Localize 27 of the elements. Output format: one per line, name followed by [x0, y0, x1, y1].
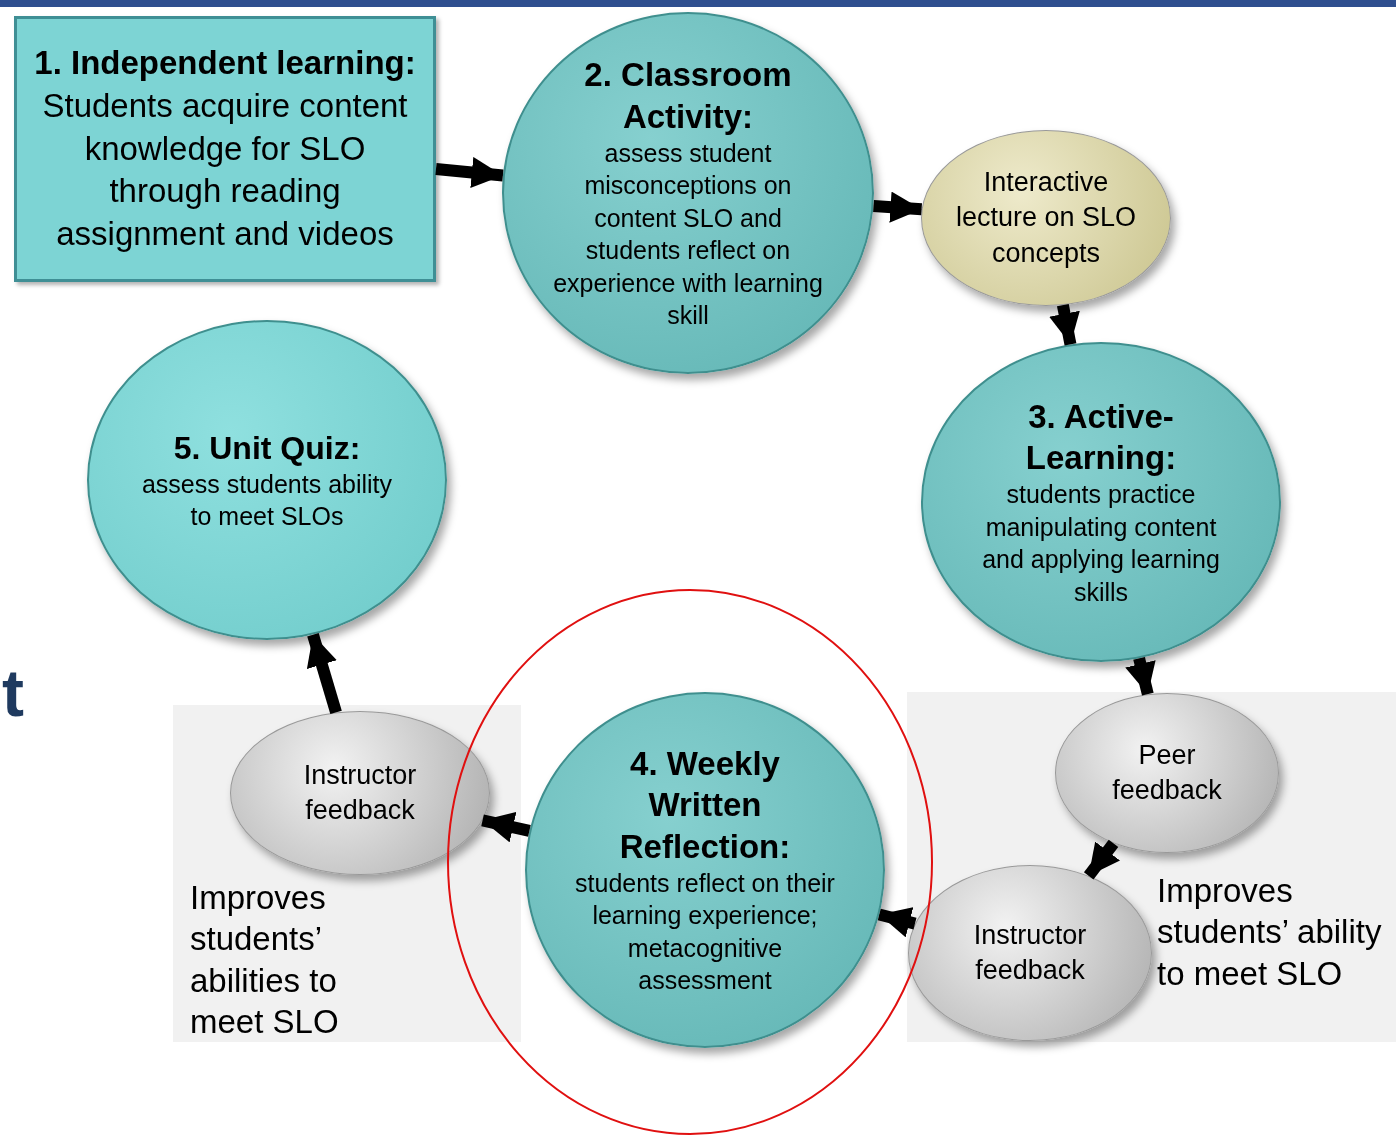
cut-off-title-letter: t: [2, 660, 24, 726]
block-arrow: [873, 191, 922, 223]
block-arrow: [435, 156, 504, 188]
block-arrow: [306, 632, 342, 715]
panel-note: Improves students’ abilities to meet SLO: [190, 878, 340, 1042]
block-arrow: [1049, 304, 1080, 346]
feedback-panel: [907, 692, 1396, 1042]
step-text: Interactive lecture on SLO concepts: [954, 166, 1138, 270]
step-text: assess student misconceptions on content SLO and students reflect on experience with learning skill: [552, 137, 824, 332]
panel-note: Improves students’ ability to meet SLO: [1157, 871, 1383, 994]
step-text: assess students ability to meet SLOs: [140, 468, 394, 532]
step-text: students reflect on their learning experience; metacognitive assessment: [574, 867, 836, 997]
step-box: 1. Independent learning: Students acquire content knowledge for SLO through reading assignment and videos: [14, 16, 436, 282]
step-text: Instructor feedback: [972, 918, 1088, 987]
step-heading: 3. Active-Learning:: [1024, 396, 1178, 478]
step-text: students practice manipulating content and applying learning skills: [981, 479, 1221, 608]
block-arrow: [877, 907, 917, 938]
step-text: Peer feedback: [1111, 738, 1223, 807]
step-heading: 2. Classroom Activity:: [583, 55, 793, 137]
block-arrow: [1083, 839, 1120, 880]
block-arrow: [481, 811, 531, 843]
step-text: Instructor feedback: [302, 758, 418, 827]
step-heading: 4. Weekly Written Reflection:: [618, 744, 792, 867]
feedback-panel: [173, 705, 521, 1042]
block-arrow: [1125, 656, 1156, 696]
step-heading: 5. Unit Quiz:: [173, 428, 361, 468]
feedback-oval: [1055, 693, 1279, 853]
